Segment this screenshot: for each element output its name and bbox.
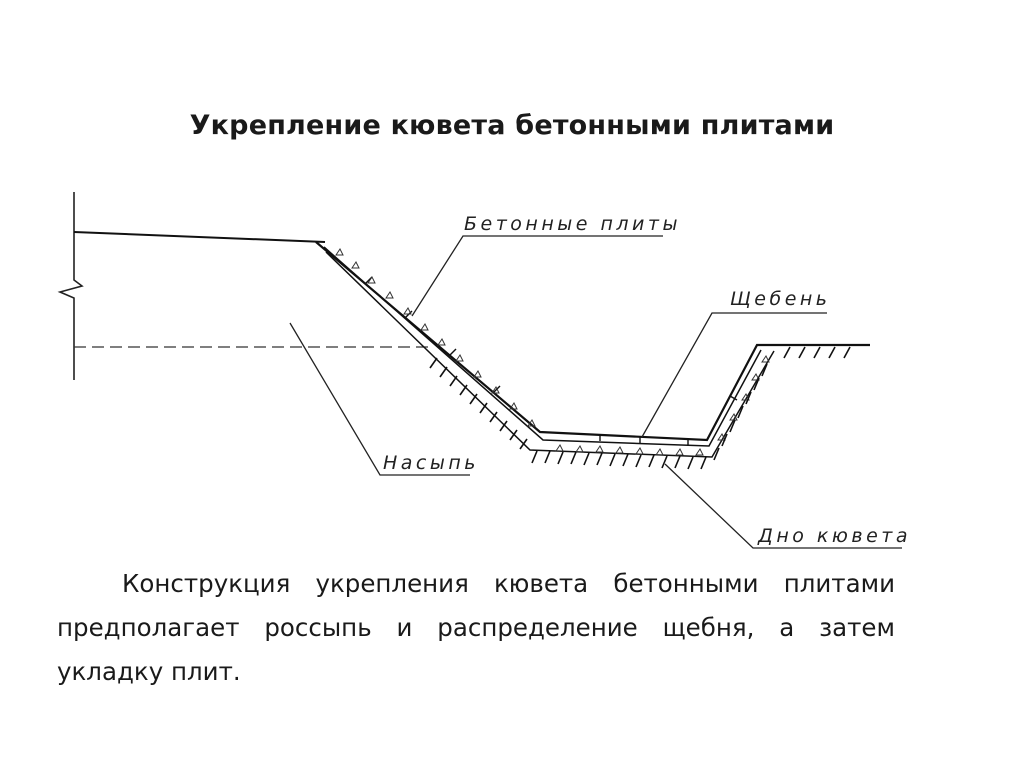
description-paragraph: Конструкция укрепления кювета бетонными … <box>57 569 895 686</box>
label-crushed-stone: Щебень <box>730 288 831 310</box>
slab-outer-surface <box>315 241 870 442</box>
stone-bottom-surface <box>325 251 775 458</box>
label-ditch-bottom: Дно кювета <box>757 525 911 547</box>
axis-break-line <box>57 192 84 380</box>
label-embankment: Насыпь <box>383 452 479 474</box>
page-title: Укрепление кювета бетонными плитами <box>189 110 835 141</box>
leader-ditch-bottom <box>664 463 902 549</box>
ground-hatching <box>429 346 851 470</box>
ground-line-left <box>73 231 326 243</box>
slab-inner-surface <box>323 246 762 447</box>
leader-concrete-slabs <box>411 235 663 317</box>
leader-crushed-stone <box>641 312 827 438</box>
leader-embankment <box>289 322 470 476</box>
label-concrete-slabs: Бетонные плиты <box>464 213 681 235</box>
crushed-stone-fill <box>335 248 770 456</box>
